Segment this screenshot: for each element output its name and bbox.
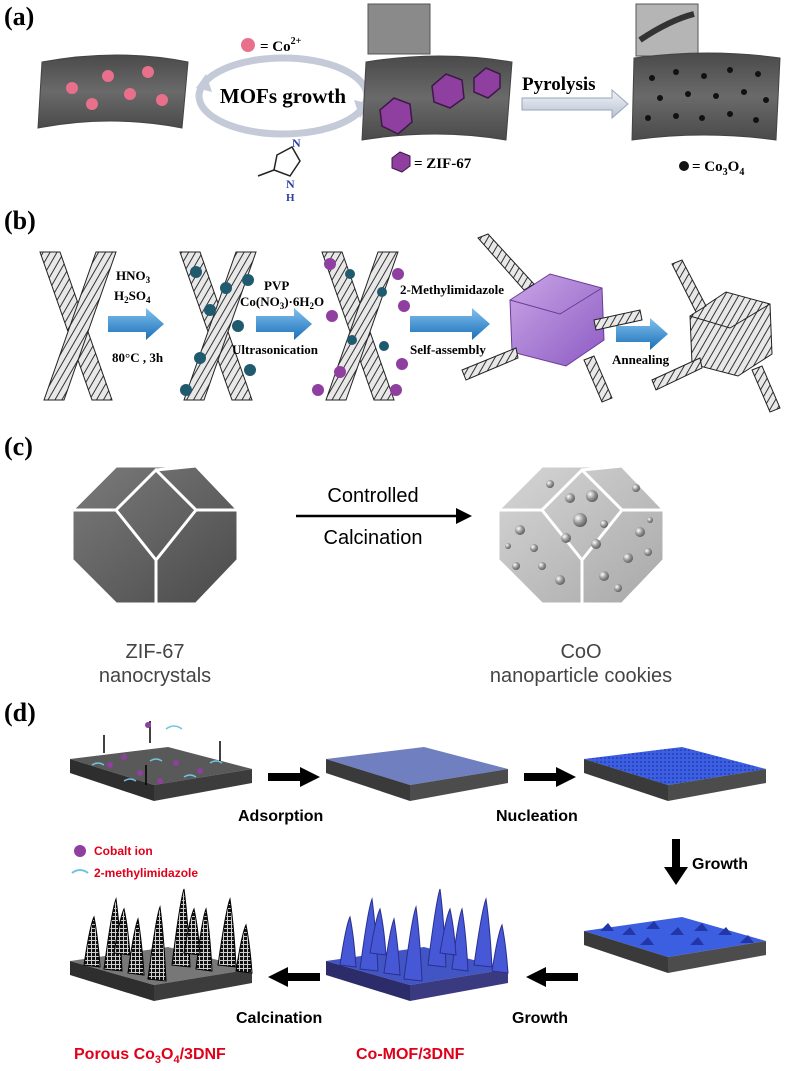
zif67-legend: = ZIF-67 bbox=[414, 156, 472, 172]
growth-arrow-down bbox=[664, 839, 688, 885]
svg-text:Co(NO3)·6H2O: Co(NO3)·6H2O bbox=[240, 294, 324, 311]
co-ion-dots bbox=[66, 66, 168, 110]
svg-text:PVP: PVP bbox=[264, 278, 289, 293]
tem-inset-1 bbox=[367, 3, 431, 55]
svg-text:ZIF-67: ZIF-67 bbox=[126, 641, 185, 663]
mof-nuclei bbox=[600, 921, 754, 945]
svg-text:H: H bbox=[286, 192, 295, 204]
substrate-slab-3 bbox=[584, 747, 766, 801]
step-arrow-3 bbox=[410, 308, 490, 340]
adsorption-arrow bbox=[268, 767, 320, 787]
step-arrow-4 bbox=[616, 318, 668, 350]
imidazole-structure bbox=[257, 145, 301, 177]
growth-label-1: Growth bbox=[692, 856, 748, 873]
svg-text:N: N bbox=[292, 136, 301, 150]
cobalt-legend-icon bbox=[74, 845, 86, 857]
step-arrow-1 bbox=[108, 308, 164, 340]
svg-text:nanocrystals: nanocrystals bbox=[99, 665, 211, 687]
calcination-label-d: Calcination bbox=[236, 1010, 322, 1027]
panel-c-diagram: Controlled Calcination ZIF-67 nanocrysta… bbox=[70, 464, 672, 687]
svg-text:HNO3: HNO3 bbox=[116, 268, 151, 285]
substrate-slab-4 bbox=[584, 917, 766, 973]
functional-groups bbox=[180, 266, 256, 396]
zif67-legend-icon bbox=[391, 151, 411, 173]
cnt-cross-1 bbox=[39, 251, 117, 401]
mim-legend: 2-methylimidazole bbox=[94, 866, 198, 880]
panel-b-diagram: HNO3 H2SO4 80°C , 3h PVP Co(NO3)·6H2O Ul… bbox=[39, 233, 781, 413]
svg-text:Annealing: Annealing bbox=[612, 352, 670, 367]
substrate-slab-2 bbox=[326, 747, 508, 801]
cobalt-ions bbox=[107, 754, 203, 784]
co3o4-legend-icon bbox=[679, 161, 689, 171]
panel-label-a: (a) bbox=[4, 2, 35, 31]
graphene-sheet-1 bbox=[37, 54, 189, 129]
step-arrow-2 bbox=[256, 308, 312, 340]
pyrolysis-arrow bbox=[521, 88, 629, 120]
graphene-sheet-3 bbox=[631, 52, 781, 141]
panel-label-d: (d) bbox=[4, 698, 36, 727]
adsorption-label: Adsorption bbox=[238, 808, 323, 825]
cnt-cross-3 bbox=[321, 251, 399, 401]
cobalt-legend: Cobalt ion bbox=[94, 844, 153, 858]
co-ion-legend-icon bbox=[241, 38, 255, 52]
co-mof-array bbox=[326, 888, 509, 1001]
svg-text:CoO: CoO bbox=[560, 641, 601, 663]
svg-text:80°C , 3h: 80°C , 3h bbox=[112, 350, 164, 365]
mofs-growth-label: MOFs growth bbox=[220, 84, 347, 108]
svg-text:H2SO4: H2SO4 bbox=[114, 288, 151, 305]
coo-nanoparticles bbox=[505, 480, 653, 592]
pyrolysis-label: Pyrolysis bbox=[522, 74, 596, 95]
co-ion-legend: = Co2+ bbox=[260, 36, 302, 55]
zif67-cnt-polyhedron bbox=[461, 233, 643, 403]
growth-arrow-left bbox=[526, 967, 578, 987]
tem-inset-2 bbox=[635, 3, 699, 57]
panel-d-diagram: Adsorption Nucleation Cobalt ion 2-methy… bbox=[70, 721, 766, 1066]
co3o4-particles bbox=[645, 67, 769, 123]
svg-text:Self-assembly: Self-assembly bbox=[410, 342, 486, 357]
svg-text:Ultrasonication: Ultrasonication bbox=[232, 342, 319, 357]
co3o4-legend: = Co3O4 bbox=[692, 159, 744, 178]
coo-nanoparticle-cookie bbox=[496, 464, 666, 606]
calcination-arrow-d bbox=[268, 967, 320, 987]
co-mof-label: Co-MOF/3DNF bbox=[356, 1046, 465, 1063]
porous-co3o4-array bbox=[70, 888, 253, 1001]
zif67-crystals bbox=[379, 67, 501, 135]
nucleation-arrow bbox=[524, 767, 576, 787]
substrate-slab-1 bbox=[70, 747, 252, 801]
controlled-label: Controlled bbox=[327, 485, 418, 507]
mim-legend-icon bbox=[71, 869, 89, 874]
panel-label-c: (c) bbox=[4, 432, 33, 461]
porous-co3o4-label: Porous Co3O4/3DNF bbox=[74, 1046, 226, 1066]
panel-label-b: (b) bbox=[4, 206, 36, 235]
mim-molecules bbox=[91, 725, 223, 782]
cobalt-ions-bound bbox=[312, 258, 410, 396]
svg-text:N: N bbox=[286, 177, 295, 191]
calcination-label: Calcination bbox=[324, 527, 423, 549]
annealed-polyhedron bbox=[651, 259, 781, 413]
svg-text:2-Methylimidazole: 2-Methylimidazole bbox=[400, 282, 504, 297]
svg-text:nanoparticle cookies: nanoparticle cookies bbox=[490, 665, 672, 687]
growth-label-2: Growth bbox=[512, 1010, 568, 1027]
nucleation-label: Nucleation bbox=[496, 808, 578, 825]
panel-a-diagram: = Co2+ MOFs growth N N H = ZIF-67 Pyroly… bbox=[37, 3, 781, 204]
zif67-nanocrystal bbox=[70, 464, 240, 606]
